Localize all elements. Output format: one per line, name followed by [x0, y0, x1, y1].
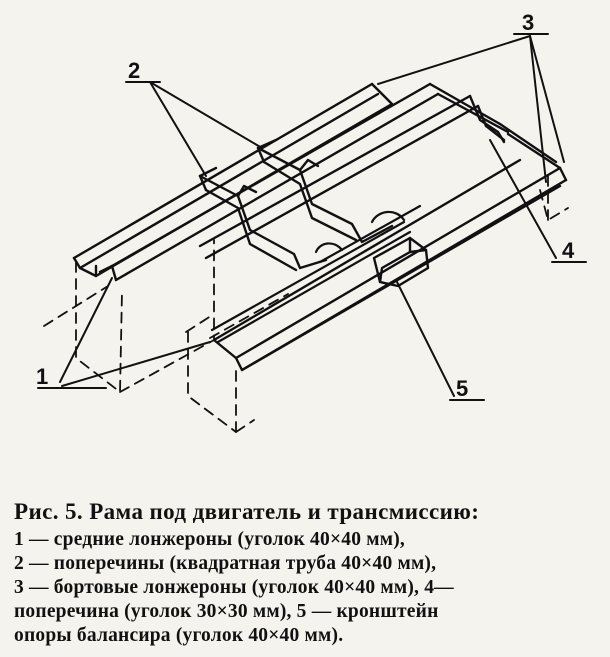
crossmember-4	[468, 94, 562, 170]
caption-title: Рис. 5. Рама под двигатель и трансмиссию…	[14, 499, 480, 524]
rail-bumps	[314, 210, 406, 254]
lower-middle-rails	[210, 204, 422, 344]
callout-5: 5	[456, 376, 468, 401]
leader-lines	[37, 33, 587, 401]
figure-caption: Рис. 5. Рама под двигатель и трансмиссию…	[14, 497, 599, 648]
callout-4: 4	[562, 238, 575, 263]
caption-line: опоры балансира (уголок 40×40 мм).	[14, 625, 344, 646]
caption-line: 1 — средние лонжероны (уголок 40×40 мм),	[14, 529, 405, 550]
callout-1: 1	[36, 364, 48, 389]
frame-drawing: 1 2 3 4 5	[36, 10, 587, 433]
caption-line: 3 — бортовые лонжероны (уголок 40×40 мм)…	[14, 577, 454, 598]
side-rail-bottom	[212, 158, 568, 372]
caption-line: поперечина (уголок 30×30 мм), 5 — кроншт…	[14, 601, 439, 622]
caption-line: 2 — поперечины (квадратная труба 40×40 м…	[14, 553, 437, 574]
callout-3: 3	[522, 10, 534, 35]
balancer-bracket	[372, 236, 430, 288]
frame-drawing-svg: 1 2 3 4 5	[36, 10, 587, 433]
crossmember-front	[198, 166, 328, 272]
middle-rails	[98, 82, 510, 282]
callout-2: 2	[128, 58, 140, 83]
